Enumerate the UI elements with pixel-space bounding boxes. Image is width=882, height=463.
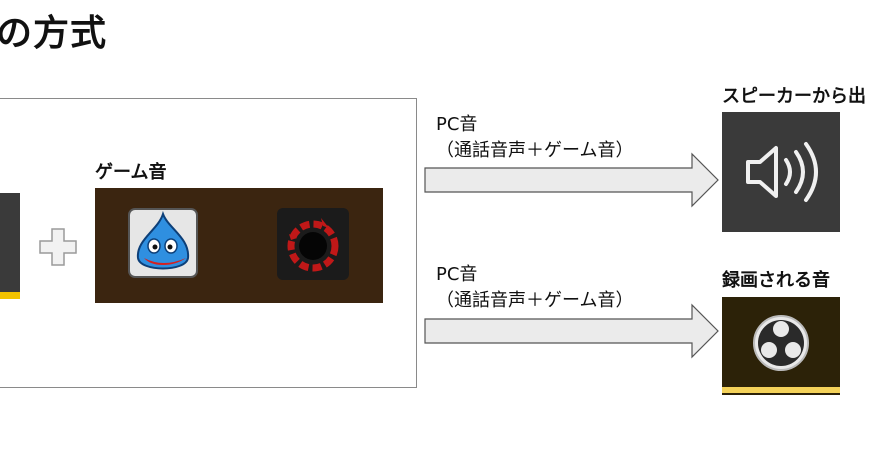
pc-audio-text-bottom: PC音 （通話音声＋ゲーム音） [436, 262, 633, 314]
pc-audio-detail: （通話音声＋ゲーム音） [436, 290, 634, 311]
speaker-output-label: スピーカーから出 [722, 86, 866, 107]
pc-audio-detail: （通話音声＋ゲーム音） [436, 140, 634, 161]
recorded-audio-box [722, 297, 840, 395]
speaker-output-box [722, 112, 840, 232]
plus-icon [39, 228, 77, 266]
obs-icon [753, 315, 809, 371]
arrow-to-speaker [424, 152, 719, 208]
voice-app-tile-accent [0, 292, 20, 299]
speaker-icon [746, 142, 818, 202]
game-audio-label: ゲーム音 [95, 162, 167, 183]
slime-icon [128, 208, 198, 278]
section-title: の方式 [0, 13, 108, 54]
pc-audio-title: PC音 [436, 114, 478, 135]
recorded-audio-label: 録画される音 [722, 270, 830, 291]
recorded-audio-accent [722, 387, 840, 393]
pc-audio-text-top: PC音 （通話音声＋ゲーム音） [436, 112, 633, 164]
ffxiv-meteor-icon [277, 208, 349, 280]
voice-app-tile [0, 193, 20, 298]
arrow-to-recording [424, 303, 719, 359]
pc-audio-title: PC音 [436, 264, 478, 285]
